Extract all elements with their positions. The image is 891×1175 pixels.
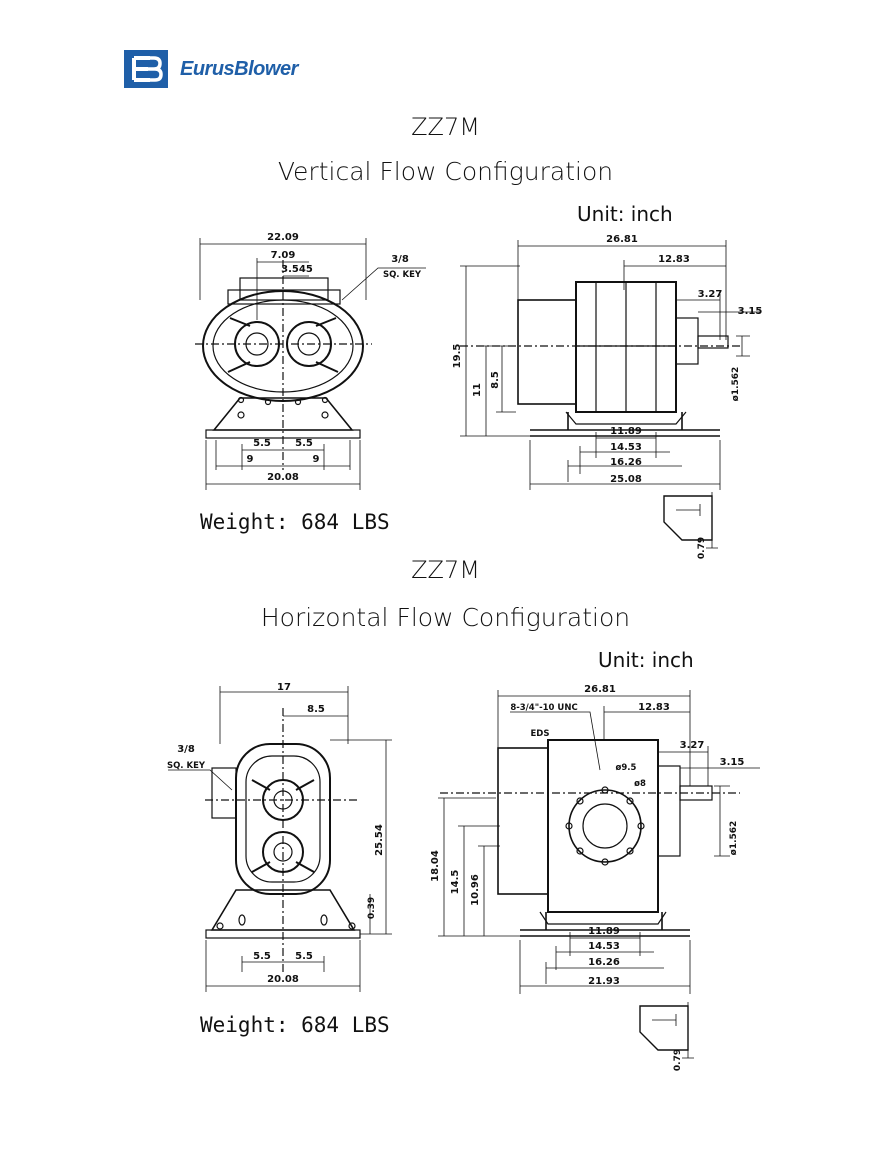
v-side-height-shaft: 11 — [472, 383, 483, 397]
horizontal-config-title: Horizontal Flow Configuration — [260, 603, 631, 632]
v-front-foot-half-left: 5.5 — [253, 438, 271, 449]
h-front-key-note: 3/8 — [177, 744, 195, 755]
h-side-foot-a: 11.89 — [588, 926, 620, 937]
v-side-shaft-step: 3.15 — [738, 306, 763, 317]
h-side-eds: EDS — [531, 729, 550, 739]
h-side-height-center: 10.96 — [470, 874, 481, 906]
vertical-front-view — [195, 238, 426, 490]
vertical-unit-label: Unit: inch — [577, 202, 673, 226]
v-front-overall-width: 22.09 — [267, 232, 299, 243]
h-front-foot-thickness: 0.39 — [367, 897, 377, 919]
h-front-foot-half-right: 5.5 — [295, 951, 313, 962]
eurusblower-logo-icon — [124, 50, 168, 88]
h-side-foot-c: 16.26 — [588, 957, 620, 968]
v-side-shaft-dia: ø1.562 — [731, 367, 741, 402]
v-side-height-center: 8.5 — [490, 371, 501, 389]
v-side-foot-a: 11.89 — [610, 426, 642, 437]
brand-name: EurusBlower — [180, 57, 298, 80]
v-side-shaft-len: 3.27 — [698, 289, 723, 300]
h-side-foot-b: 14.53 — [588, 941, 620, 952]
v-front-base-width: 20.08 — [267, 472, 299, 483]
h-front-foot-half-left: 5.5 — [253, 951, 271, 962]
horizontal-weight: Weight: 684 LBS — [200, 1013, 390, 1037]
v-front-foot-right: 9 — [313, 454, 320, 465]
v-front-shaft-offset: 7.09 — [271, 250, 296, 261]
h-front-overall-width: 17 — [277, 682, 291, 693]
v-side-foot-c: 16.26 — [610, 457, 642, 468]
vertical-config-title: Vertical Flow Configuration — [277, 157, 614, 186]
h-side-hole-dia: ø9.5 — [616, 763, 637, 773]
h-side-pitch-dia: ø8 — [634, 779, 646, 789]
v-front-key-offset: 3.545 — [281, 264, 313, 275]
h-side-shaft-dia: ø1.562 — [729, 821, 739, 856]
vertical-model-title: ZZ7M — [411, 113, 480, 141]
vertical-side-view — [460, 240, 760, 549]
v-side-key-height: 0.79 — [697, 537, 707, 559]
horizontal-model-title: ZZ7M — [411, 556, 480, 584]
h-side-height-total: 18.04 — [430, 850, 441, 882]
horizontal-side-view — [438, 690, 760, 1059]
h-side-height-shaft: 14.5 — [450, 870, 461, 895]
v-front-foot-left: 9 — [247, 454, 254, 465]
v-front-foot-half-right: 5.5 — [295, 438, 313, 449]
horizontal-front-view — [168, 686, 392, 992]
v-side-overall-length: 26.81 — [606, 234, 638, 245]
h-front-base-width: 20.08 — [267, 974, 299, 985]
brand-logo: EurusBlower — [124, 50, 298, 88]
v-side-foot-b: 14.53 — [610, 442, 642, 453]
v-front-key-note: 3/8 — [391, 254, 409, 265]
v-side-foot-d: 25.08 — [610, 474, 642, 485]
h-side-bolt-note: 8-3/4"-10 UNC — [510, 703, 577, 713]
h-front-height-total: 25.54 — [374, 824, 385, 856]
h-side-shaft-step: 3.15 — [720, 757, 745, 768]
h-side-foot-d: 21.93 — [588, 976, 620, 987]
horizontal-unit-label: Unit: inch — [598, 648, 694, 672]
h-side-key-height: 0.79 — [673, 1049, 683, 1071]
h-side-shaft-len: 3.27 — [680, 740, 705, 751]
v-side-height-total: 19.5 — [452, 344, 463, 369]
vertical-weight: Weight: 684 LBS — [200, 510, 390, 534]
h-front-half-width: 8.5 — [307, 704, 325, 715]
v-side-shaft-to-center: 12.83 — [658, 254, 690, 265]
v-front-key-note2: SQ. KEY — [383, 270, 422, 280]
h-side-overall-length: 26.81 — [584, 684, 616, 695]
h-front-key-note2: SQ. KEY — [167, 761, 206, 771]
h-side-shaft-to-center: 12.83 — [638, 702, 670, 713]
